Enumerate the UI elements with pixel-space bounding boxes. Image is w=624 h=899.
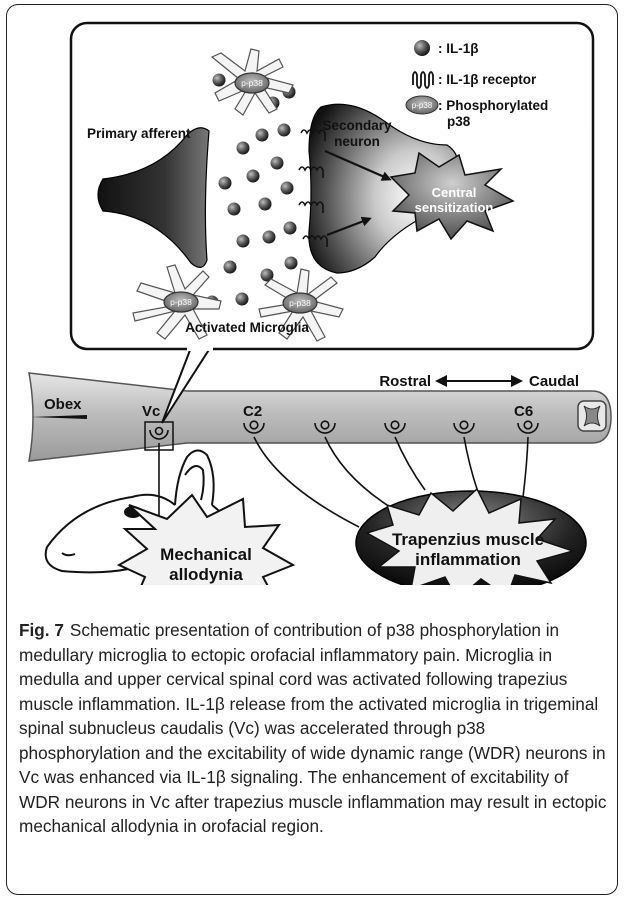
central-sensitization-label-line1: Central [432, 185, 477, 200]
allodynia-label-line1: Mechanical [160, 545, 252, 564]
rostral-label: Rostral [379, 373, 431, 390]
caption-text: Schematic presentation of contribution o… [19, 620, 606, 836]
pp38-legend-label-line2: p38 [447, 114, 471, 129]
secondary-neuron-label-line1: Secondary [322, 118, 392, 133]
trapezius-label-line1: Trapenzius muscle [392, 530, 544, 549]
caudal-label: Caudal [529, 373, 579, 390]
trapezius-label-line2: inflammation [415, 550, 521, 569]
figure-frame: Obex Vc C2 C6 Rostral Caudal [6, 4, 618, 895]
pp38-badge-right: p-p38 [289, 298, 311, 308]
rostral-caudal-arrow [435, 375, 523, 387]
c2-label: C2 [243, 403, 262, 420]
il1b-legend-icon [414, 40, 430, 56]
receptor-legend-label: : IL-1β receptor [438, 72, 537, 87]
allodynia-label-line2: allodynia [169, 565, 243, 584]
primary-afferent-label: Primary afferent [87, 126, 191, 141]
pp38-badge-left: p-p38 [170, 297, 192, 307]
central-sensitization-label-line2: sensitization [415, 200, 494, 215]
diagram: Obex Vc C2 C6 Rostral Caudal [7, 5, 618, 585]
vc-label: Vc [142, 403, 160, 420]
c6-label: C6 [514, 403, 533, 420]
synapse-inset: p-p38 p-p38 p-p38 Primary afferent Secon… [71, 23, 593, 423]
figure-label: Fig. 7 [19, 620, 64, 640]
pp38-badge-top: p-p38 [241, 78, 263, 88]
activated-microglia-label: Activated Microglia [185, 320, 309, 335]
il1b-legend-label: : IL-1β [438, 41, 479, 56]
pp38-badge-legend: p-p38 [412, 101, 433, 110]
pp38-legend-label-line1: : Phosphorylated [438, 98, 548, 113]
spinal-cross-section-icon [578, 401, 606, 431]
obex-label: Obex [44, 396, 82, 413]
secondary-neuron-label-line2: neuron [334, 134, 380, 149]
